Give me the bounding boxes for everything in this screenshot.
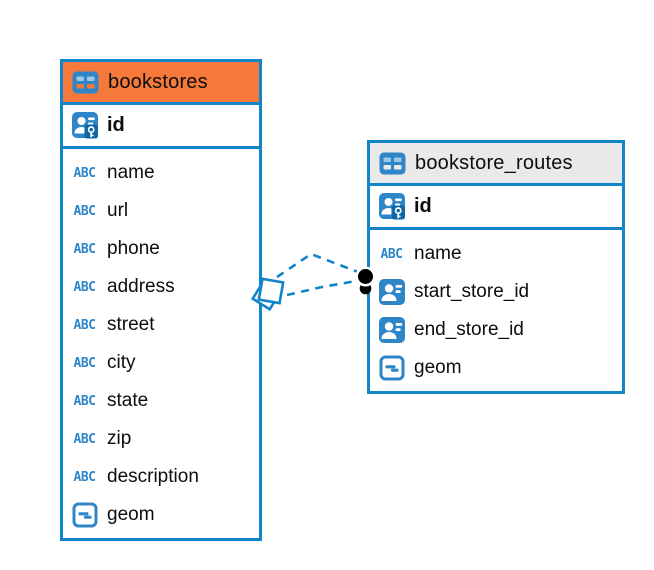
black-dot-marker[interactable] (355, 266, 376, 295)
field-name: url (107, 200, 129, 221)
field-name: end_store_id (414, 319, 524, 340)
field-name: name (107, 162, 155, 183)
text-type-icon: ABC (380, 246, 403, 262)
field-row[interactable]: ABC street (63, 306, 259, 344)
field-name: id (414, 195, 432, 217)
field-name: id (107, 114, 125, 136)
table-bookstore-routes[interactable]: bookstore_routes id ABC name start_store_… (367, 140, 625, 394)
text-type-icon: ABC (73, 431, 96, 447)
field-name: zip (107, 428, 132, 449)
table-header[interactable]: bookstore_routes (370, 143, 622, 186)
field-row[interactable]: ABC state (63, 382, 259, 420)
field-row[interactable]: end_store_id (370, 311, 622, 349)
table-header[interactable]: bookstores (63, 62, 259, 105)
text-type-icon: ABC (73, 241, 96, 257)
text-type-icon: ABC (73, 203, 96, 219)
geometry-type-icon (378, 355, 405, 381)
field-row[interactable]: ABC address (63, 268, 259, 306)
field-row[interactable]: ABC description (63, 458, 259, 496)
field-row[interactable]: ABC city (63, 344, 259, 382)
field-name: name (414, 243, 462, 264)
field-row[interactable]: geom (370, 349, 622, 387)
field-name: phone (107, 238, 160, 259)
text-type-icon: ABC (73, 317, 96, 333)
foreign-key-icon (378, 317, 405, 343)
text-type-icon: ABC (73, 469, 96, 485)
field-name: description (107, 466, 199, 487)
primary-key-row[interactable]: id (63, 105, 259, 149)
field-name: state (107, 390, 149, 411)
table-body: ABC name start_store_id end_store_id geom (370, 230, 622, 391)
primary-key-row[interactable]: id (370, 186, 622, 230)
text-type-icon: ABC (73, 355, 96, 371)
field-row[interactable]: ABC name (370, 235, 622, 273)
field-name: address (107, 276, 175, 297)
primary-key-icon (378, 193, 405, 220)
field-row[interactable]: ABC zip (63, 420, 259, 458)
field-row[interactable]: ABC url (63, 192, 259, 230)
table-icon (72, 69, 99, 95)
relationship-line-upper[interactable] (276, 252, 359, 279)
geometry-type-icon (71, 502, 98, 528)
relationship-line-lower[interactable] (286, 279, 357, 297)
field-row[interactable]: ABC phone (63, 230, 259, 268)
table-icon (379, 150, 406, 176)
field-row[interactable]: geom (63, 496, 259, 534)
field-name: geom (414, 357, 462, 378)
field-row[interactable]: ABC name (63, 154, 259, 192)
field-name: city (107, 352, 136, 373)
text-type-icon: ABC (73, 279, 96, 295)
foreign-key-icon (378, 279, 405, 305)
field-name: start_store_id (414, 281, 530, 302)
field-row[interactable]: start_store_id (370, 273, 622, 311)
text-type-icon: ABC (73, 165, 96, 181)
table-title: bookstores (108, 70, 208, 93)
text-type-icon: ABC (73, 393, 96, 409)
field-name: geom (107, 504, 155, 525)
field-name: street (107, 314, 155, 335)
table-title: bookstore_routes (415, 151, 573, 174)
diamond-stack-marker[interactable] (250, 277, 285, 312)
primary-key-icon (71, 112, 98, 139)
